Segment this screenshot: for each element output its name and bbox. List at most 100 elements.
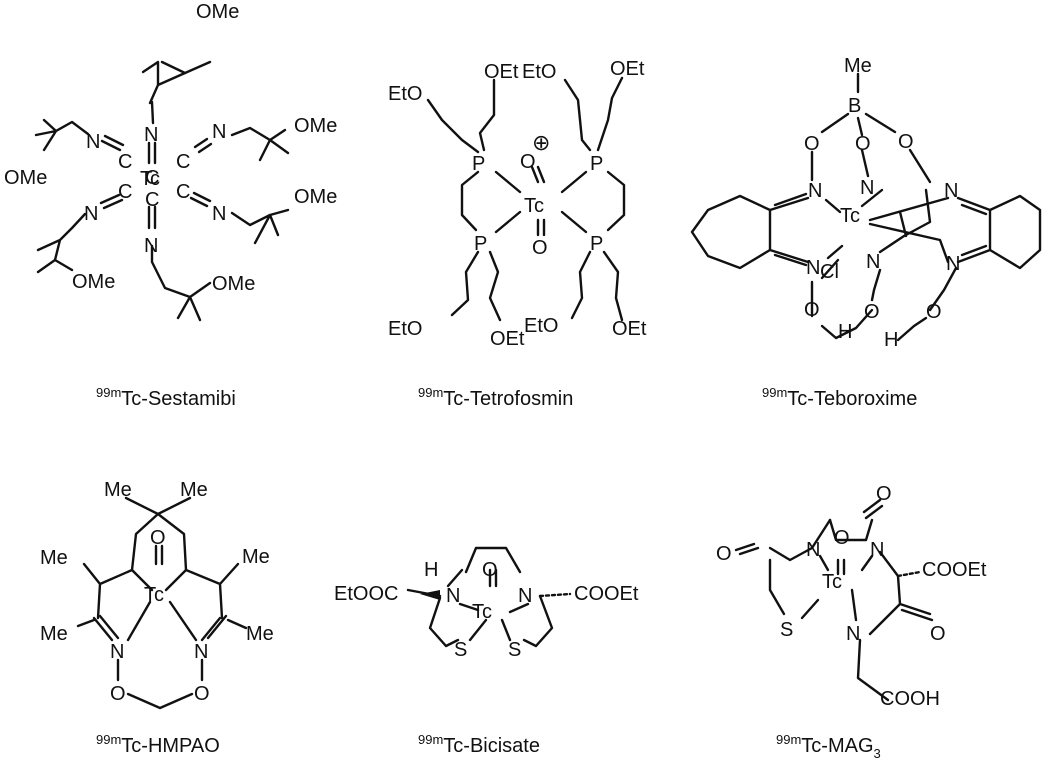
- atom-label: N: [518, 585, 532, 607]
- atom-label: B: [848, 95, 861, 117]
- atom-label: H: [884, 329, 898, 351]
- atom-label: N: [446, 585, 460, 607]
- atom-label: Me: [242, 546, 270, 568]
- atom-label: COOEt: [574, 583, 639, 605]
- caption-name: Tc-Tetrofosmin: [443, 388, 573, 410]
- atom-label: C: [118, 181, 132, 203]
- atom-label: C: [118, 151, 132, 173]
- atom-label: O: [834, 527, 850, 549]
- atom-label: S: [508, 639, 521, 661]
- caption-superscript: 99m: [762, 385, 787, 400]
- panel-tetrofosmin: EtO OEt EtO OEt P P Tc O O P P EtO OEt E…: [388, 58, 647, 410]
- atom-label: N: [212, 203, 226, 225]
- atom-label: O: [110, 683, 126, 705]
- atom-label: N: [846, 623, 860, 645]
- atom-label: Me: [180, 479, 208, 501]
- atom-label: OMe: [196, 1, 239, 23]
- atom-label: Tc: [472, 601, 492, 623]
- panel-hmpao: Me Me O Me Tc Me Me N N Me O O 99mTc-HMP…: [40, 479, 274, 757]
- atom-label: OMe: [72, 271, 115, 293]
- atom-label: N: [870, 539, 884, 561]
- atom-label: COOEt: [922, 559, 987, 581]
- caption-subscript: 3: [874, 746, 881, 761]
- atom-label: N: [860, 177, 874, 199]
- atom-label: O: [804, 299, 820, 321]
- atom-label: OEt: [484, 61, 519, 83]
- atom-label: C: [176, 181, 190, 203]
- atom-label: O: [716, 543, 732, 565]
- caption-tetrofosmin: 99mTc-Tetrofosmin: [418, 385, 573, 410]
- atom-label: OMe: [212, 273, 255, 295]
- atom-label: O: [876, 483, 892, 505]
- caption-superscript: 99m: [418, 385, 443, 400]
- atom-label: O: [864, 301, 880, 323]
- atom-label: P: [472, 153, 485, 175]
- atom-label: Tc: [840, 205, 860, 227]
- atom-label: N: [110, 641, 124, 663]
- panel-mag3: O O N O N Tc COOEt S N O COOH 99mTc-MAG3: [716, 483, 987, 761]
- atom-label: O: [482, 559, 498, 581]
- atom-label: OMe: [294, 115, 337, 137]
- atom-label: O: [804, 133, 820, 155]
- atom-label: P: [590, 233, 603, 255]
- atom-label: OEt: [490, 328, 525, 350]
- atom-label: O: [855, 133, 871, 155]
- atom-label: EtO: [522, 61, 556, 83]
- atom-label: EtO: [388, 83, 422, 105]
- atom-label: N: [86, 131, 100, 153]
- atom-label: O: [150, 527, 166, 549]
- atom-label: Tc: [822, 571, 842, 593]
- caption-name: Tc-MAG: [801, 735, 873, 757]
- atom-label: EtOOC: [334, 583, 398, 605]
- atom-label: H: [838, 321, 852, 343]
- caption-hmpao: 99mTc-HMPAO: [96, 732, 220, 757]
- atom-label: OEt: [612, 318, 647, 340]
- atom-label: Tc: [140, 168, 160, 190]
- atom-label: N: [806, 539, 820, 561]
- atom-label: O: [930, 623, 946, 645]
- atom-label: O: [926, 301, 942, 323]
- atom-label: C: [145, 189, 159, 211]
- caption-name: Tc-Sestamibi: [121, 388, 235, 410]
- atom-label: Tc: [144, 584, 164, 606]
- atom-label: N: [144, 124, 158, 146]
- atom-label: Me: [246, 623, 274, 645]
- charge-symbol: ⊕: [532, 130, 550, 155]
- caption-superscript: 99m: [96, 385, 121, 400]
- atom-label: S: [454, 639, 467, 661]
- atom-label: Me: [40, 623, 68, 645]
- atom-label: OMe: [4, 167, 47, 189]
- atom-label: EtO: [388, 318, 422, 340]
- caption-superscript: 99m: [418, 732, 443, 747]
- atom-label: N: [866, 251, 880, 273]
- atom-label: Me: [40, 547, 68, 569]
- atom-label: C: [176, 151, 190, 173]
- atom-label: N: [944, 180, 958, 202]
- atom-label: OEt: [610, 58, 645, 80]
- caption-name: Tc-HMPAO: [121, 735, 220, 757]
- atom-label: Tc: [524, 195, 544, 217]
- atom-label: C: [145, 167, 159, 189]
- atom-label: P: [474, 233, 487, 255]
- atom-label: N: [84, 203, 98, 225]
- atom-label: Me: [104, 479, 132, 501]
- panel-teboroxime: Me B O O O N N N Tc N N N Cl O H O H O 9…: [690, 55, 1042, 410]
- atom-label: COOH: [880, 688, 940, 710]
- caption-teboroxime: 99mTc-Teboroxime: [762, 385, 917, 410]
- atom-label: O: [194, 683, 210, 705]
- atom-label: N: [806, 257, 820, 279]
- caption-sestamibi: 99mTc-Sestamibi: [96, 385, 236, 410]
- atom-label: EtO: [524, 315, 558, 337]
- atom-label: N: [946, 253, 960, 275]
- atom-label: N: [212, 121, 226, 143]
- atom-label: Me: [844, 55, 872, 77]
- panel-sestamibi: OMe N C N C Tc C N OMe OMe N C C N OMe C…: [4, 1, 337, 410]
- panel-bicisate: H O EtOOC N Tc N COOEt S S 99mTc-Bicisat…: [334, 546, 639, 757]
- atom-label: O: [520, 151, 536, 173]
- atom-label: H: [424, 559, 438, 581]
- atom-label: N: [144, 235, 158, 257]
- atom-label: Cl: [820, 261, 839, 283]
- atom-label: N: [194, 641, 208, 663]
